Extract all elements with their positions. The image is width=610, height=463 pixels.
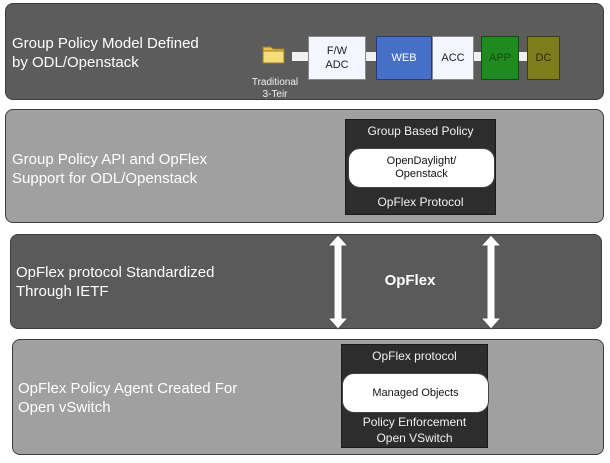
layer-policy-agent-label: OpFlex Policy Agent Created For Open vSw… (18, 380, 238, 416)
folder-icon (262, 42, 286, 66)
agent-footer-line2: Open VSwitch (376, 431, 453, 445)
layer-policy-model-label: Group Policy Model Defined by ODL/Openst… (12, 35, 199, 71)
agent-inner-pill: Managed Objects (342, 373, 489, 413)
agent-title: OpFlex protocol (372, 349, 457, 363)
tier-box-dc: DC (527, 36, 560, 80)
opflex-label: OpFlex (384, 272, 436, 289)
gbp-inner-pill: OpenDaylight/ Openstack (348, 148, 495, 188)
gbp-footer: OpFlex Protocol (377, 195, 464, 209)
gbp-title: Group Based Policy (367, 124, 474, 138)
layer-ietf-label: OpFlex protocol Standardized Through IET… (16, 264, 215, 300)
layer-policy-api-label: Group Policy API and OpFlex Support for … (12, 151, 208, 187)
group-based-policy-box: Group Based Policy OpenDaylight/ Opensta… (345, 119, 496, 215)
tier-box-app: APP (481, 36, 519, 80)
agent-footer-line1: Policy Enforcement (362, 415, 467, 429)
tier-box-web: WEB (376, 36, 432, 80)
policy-agent-box: OpFlex protocol Managed Objects Policy E… (341, 344, 489, 448)
traditional-tier-label: Traditional 3-Teir (251, 77, 299, 100)
tier-box-acc: ACC (432, 36, 474, 80)
bidirectional-arrow-right (480, 234, 502, 330)
layer-policy-agent (12, 339, 604, 455)
layer-policy-api (5, 109, 604, 223)
tier-box-fw-adc: F/W ADC (308, 36, 366, 80)
layer-ietf (10, 234, 602, 329)
bidirectional-arrow-left (327, 234, 349, 330)
